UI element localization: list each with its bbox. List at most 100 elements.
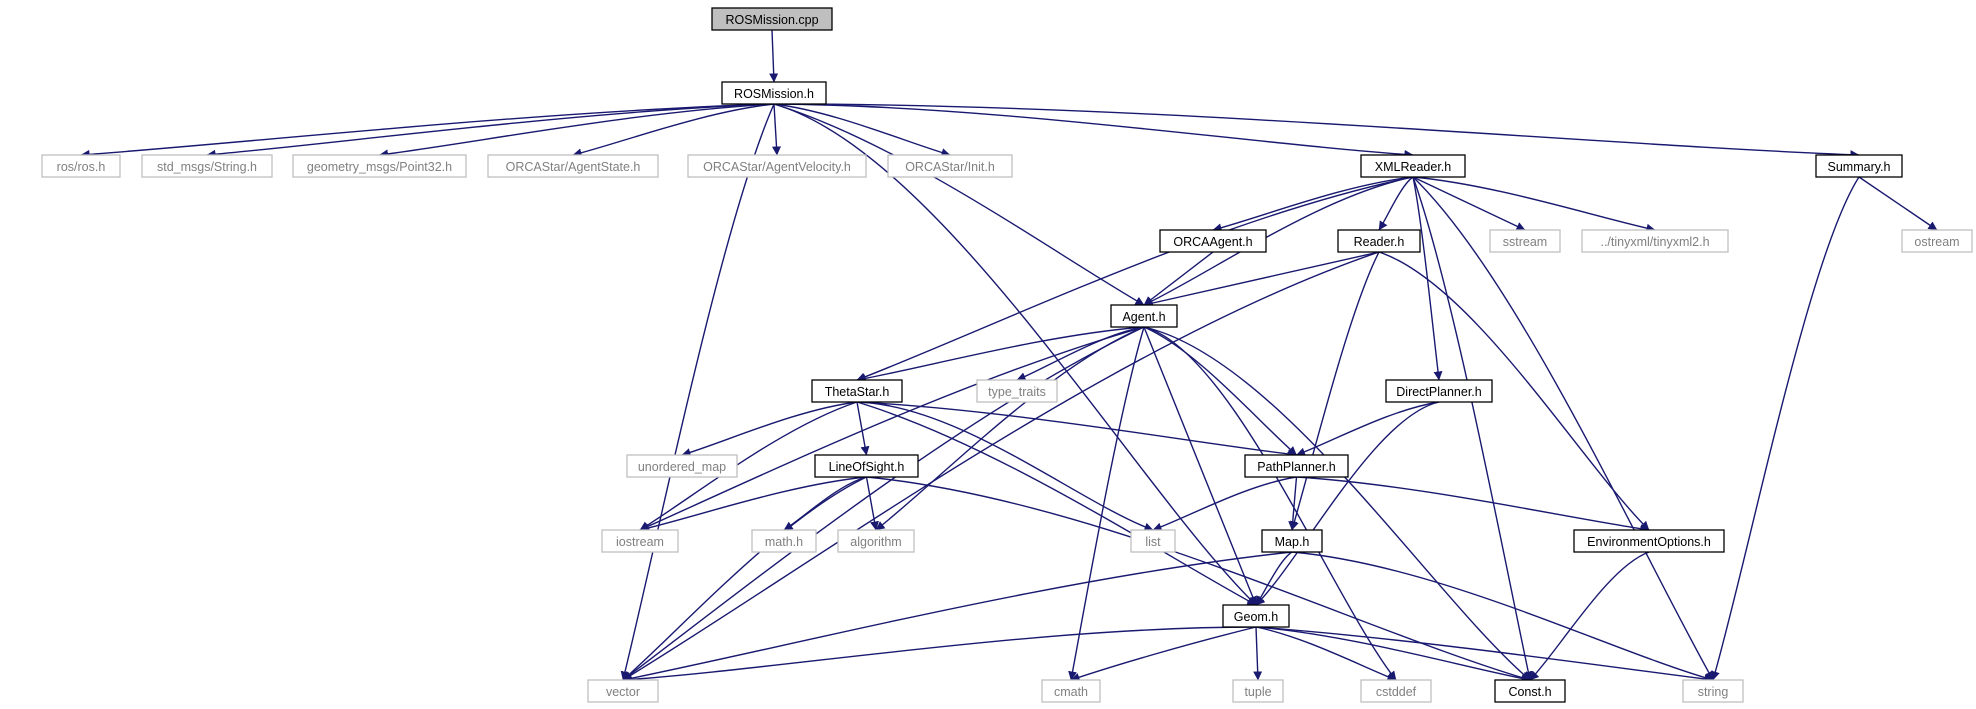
node-thetastar-h[interactable]: ThetaStar.h: [811, 379, 903, 403]
node-box: [1815, 154, 1903, 178]
node-agent-h[interactable]: Agent.h: [1110, 304, 1178, 328]
edge-summary-h-to-string: [1711, 176, 1860, 681]
node-label: Const.h: [1508, 685, 1551, 699]
node-lineofsight-h[interactable]: LineOfSight.h: [814, 454, 919, 478]
node-tuple: tuple: [1232, 679, 1284, 703]
node-label: Reader.h: [1354, 235, 1405, 249]
node-xmlreader-h[interactable]: XMLReader.h: [1360, 154, 1466, 178]
node-summary-h[interactable]: Summary.h: [1815, 154, 1903, 178]
node-label: iostream: [616, 535, 664, 549]
edge-rosmission-h-to-agent-h: [773, 103, 1145, 306]
edge-xmlreader-h-to-agent-h: [1143, 176, 1414, 306]
edge-summary-h-to-ostream: [1858, 176, 1938, 231]
edge-lineofsight-h-to-const-h: [866, 476, 1531, 682]
node-box: [1261, 529, 1323, 553]
node-label: string: [1698, 685, 1729, 699]
node-orcastar-init-h: ORCAStar/Init.h: [887, 154, 1013, 178]
node-box: [487, 154, 659, 178]
node-pathplanner-h[interactable]: PathPlanner.h: [1244, 454, 1349, 478]
edge-agent-h-to-iostream: [639, 326, 1145, 531]
edge-xmlreader-h-to-directplanner-h: [1412, 176, 1443, 381]
node-label: PathPlanner.h: [1257, 460, 1336, 474]
edge-rosmission-h-to-orcastar-agentvelocity-h: [772, 103, 781, 156]
node-label: Agent.h: [1122, 310, 1165, 324]
edge-geom-h-to-cstddef: [1255, 626, 1397, 682]
node-math-h: math.h: [751, 529, 817, 553]
edge-rosmission-h-to-xmlreader-h: [773, 103, 1414, 159]
node-box: [1360, 679, 1432, 703]
node-label: ThetaStar.h: [825, 385, 890, 399]
node-type-traits: type_traits: [976, 379, 1058, 403]
node-directplanner-h[interactable]: DirectPlanner.h: [1385, 379, 1493, 403]
edge-geom-h-to-const-h: [1255, 626, 1531, 683]
node-const-h[interactable]: Const.h: [1494, 679, 1566, 703]
node-rosmission-cpp[interactable]: ROSMission.cpp: [711, 7, 833, 31]
edge-rosmission-h-to-geometry-msgs-point32-h: [379, 103, 775, 159]
node-box: [1385, 379, 1493, 403]
node-sstream: sstream: [1489, 229, 1561, 253]
node-label: list: [1145, 535, 1161, 549]
edge-map-h-to-vector: [622, 551, 1293, 683]
node-label: algorithm: [850, 535, 901, 549]
node-box: [837, 529, 915, 553]
node-box: [626, 454, 738, 478]
edge-agent-h-to-cstddef: [1143, 326, 1397, 681]
node-label: math.h: [765, 535, 803, 549]
node-orcastar-agentstate-h: ORCAStar/AgentState.h: [487, 154, 659, 178]
node-cmath: cmath: [1041, 679, 1101, 703]
edge-orcaagent-h-to-agent-h: [1143, 251, 1214, 306]
edge-xmlreader-h-to-const-h: [1412, 176, 1533, 681]
node-label: ORCAAgent.h: [1173, 235, 1252, 249]
node-box: [1110, 304, 1178, 328]
node-label: vector: [606, 685, 640, 699]
node-map-h[interactable]: Map.h: [1261, 529, 1323, 553]
edge-lineofsight-h-to-iostream: [639, 476, 867, 533]
edge-rosmission-h-to-orcastar-init-h: [773, 103, 951, 157]
node-box: [887, 154, 1013, 178]
edge-thetastar-h-to-list: [856, 401, 1154, 532]
node-box: [1130, 529, 1176, 553]
node-box: [1041, 679, 1101, 703]
edge-agent-h-to-type-traits: [1016, 326, 1145, 381]
node-rosmission-h[interactable]: ROSMission.h: [721, 81, 827, 105]
node-label: cstddef: [1376, 685, 1417, 699]
node-box: [1232, 679, 1284, 703]
node-orcastar-agentvelocity-h: ORCAStar/AgentVelocity.h: [687, 154, 867, 178]
node-box: [1581, 229, 1729, 253]
node-box: [814, 454, 919, 478]
node-iostream: iostream: [601, 529, 679, 553]
node-geom-h[interactable]: Geom.h: [1222, 604, 1290, 628]
node-label: sstream: [1503, 235, 1547, 249]
node-label: ORCAStar/Init.h: [905, 160, 995, 174]
edge-rosmission-h-to-vector: [620, 103, 775, 681]
node-box: [1901, 229, 1973, 253]
node-ostream: ostream: [1901, 229, 1973, 253]
node-label: cmath: [1054, 685, 1088, 699]
edge-map-h-to-string: [1291, 551, 1714, 682]
edge-map-h-to-geom-h: [1255, 551, 1293, 606]
edge-thetastar-h-to-lineofsight-h: [856, 401, 870, 456]
node-reader-h[interactable]: Reader.h: [1337, 229, 1421, 253]
edge-thetastar-h-to-geom-h: [856, 401, 1257, 606]
node-orcaagent-h[interactable]: ORCAAgent.h: [1159, 229, 1267, 253]
edge-xmlreader-h-to-sstream: [1412, 176, 1526, 231]
node-label: ros/ros.h: [57, 160, 106, 174]
node-environmentoptions-h[interactable]: EnvironmentOptions.h: [1573, 529, 1725, 553]
edge-xmlreader-h-to-tinyxml2-h: [1412, 176, 1656, 233]
edge-xmlreader-h-to-thetastar-h: [856, 176, 1414, 382]
node-box: [1573, 529, 1725, 553]
node-label: Summary.h: [1828, 160, 1891, 174]
edge-geom-h-to-string: [1255, 626, 1714, 684]
node-box: [292, 154, 467, 178]
node-box: [711, 7, 833, 31]
edge-rosmission-cpp-to-rosmission-h: [769, 29, 779, 83]
edges-layer: [80, 29, 1938, 684]
node-label: ORCAStar/AgentVelocity.h: [703, 160, 851, 174]
edge-xmlreader-h-to-string: [1412, 176, 1714, 681]
node-label: LineOfSight.h: [829, 460, 905, 474]
edge-reader-h-to-agent-h: [1143, 251, 1380, 308]
node-geometry-msgs-point32-h: geometry_msgs/Point32.h: [292, 154, 467, 178]
edge-agent-h-to-vector: [622, 326, 1145, 681]
node-label: std_msgs/String.h: [157, 160, 257, 174]
